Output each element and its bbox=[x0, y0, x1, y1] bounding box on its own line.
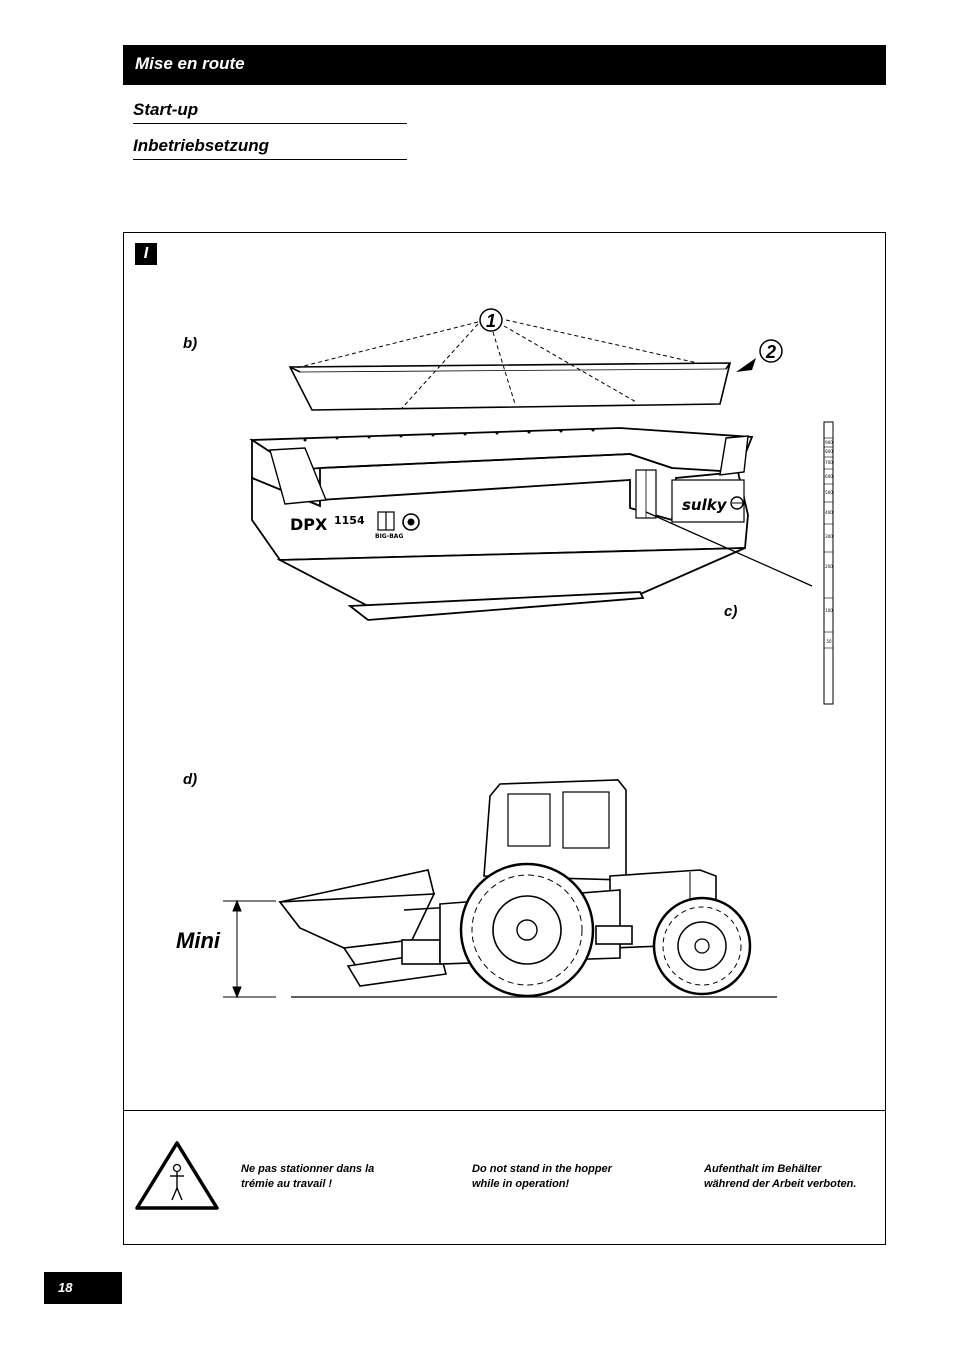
figure-label-c: c) bbox=[724, 603, 738, 620]
mini-height-dimension bbox=[223, 899, 276, 999]
callout-lines bbox=[295, 319, 703, 409]
scale-mark-400: 400 bbox=[825, 510, 833, 515]
front-wheel-icon bbox=[652, 896, 752, 996]
scale-mark-800: 800 bbox=[825, 449, 833, 454]
logo-emblem-icon bbox=[402, 513, 420, 531]
header-bar: Mise en route bbox=[123, 45, 886, 85]
mounted-spreader bbox=[278, 869, 471, 987]
rear-wheel-icon bbox=[459, 862, 595, 998]
section-divider bbox=[123, 1110, 886, 1111]
scale-mark-500: 500 bbox=[825, 490, 833, 495]
scale-mark-900: 900 bbox=[825, 440, 833, 445]
scale-mark-100: 100 bbox=[825, 608, 833, 613]
callout-2-number: 2 bbox=[765, 342, 776, 362]
warning-text-fr: Ne pas stationner dans la trémie au trav… bbox=[241, 1163, 375, 1190]
page-number: 18 bbox=[58, 1280, 73, 1295]
figure-label-d: d) bbox=[183, 771, 198, 788]
figure-label-b: b) bbox=[183, 335, 198, 352]
warning-person-icon bbox=[135, 1141, 219, 1210]
section-title: Mise en route bbox=[135, 54, 245, 73]
model-text: DPX bbox=[290, 515, 328, 534]
section-badge: I bbox=[135, 243, 157, 265]
callout-1-icon bbox=[479, 308, 503, 332]
scale-mark-50: 50 bbox=[826, 639, 832, 644]
scale-mark-300: 300 bbox=[825, 534, 833, 539]
callout-2-icon bbox=[736, 339, 783, 372]
subtitle-english: Start-up bbox=[133, 101, 407, 124]
scale-mark-200: 200 bbox=[825, 564, 833, 569]
scale-mark-600: 600 bbox=[825, 474, 833, 479]
big-bag-icon bbox=[377, 511, 395, 531]
level-scale-strip bbox=[823, 421, 834, 705]
spreader-hopper bbox=[249, 427, 754, 621]
page-number-box: 18 bbox=[44, 1272, 122, 1304]
warning-text-de: Aufenthalt im Behälter während der Arbei… bbox=[704, 1163, 857, 1190]
brand-text: sulky bbox=[682, 496, 728, 514]
subtitle-german: Inbetriebsetzung bbox=[133, 137, 407, 160]
rim-rivets bbox=[303, 428, 595, 442]
pointer-line-c bbox=[645, 511, 813, 587]
scale-mark-700: 700 bbox=[825, 460, 833, 465]
mini-height-label: Mini bbox=[176, 928, 220, 953]
big-bag-text: BIG-BAG bbox=[375, 533, 403, 540]
brand-emblem-icon bbox=[730, 496, 744, 510]
warning-text-en: Do not stand in the hopper while in oper… bbox=[472, 1163, 612, 1190]
callout-1-number: 1 bbox=[486, 311, 496, 331]
model-number: 1154 bbox=[334, 514, 365, 527]
figure-frame bbox=[123, 232, 886, 1245]
